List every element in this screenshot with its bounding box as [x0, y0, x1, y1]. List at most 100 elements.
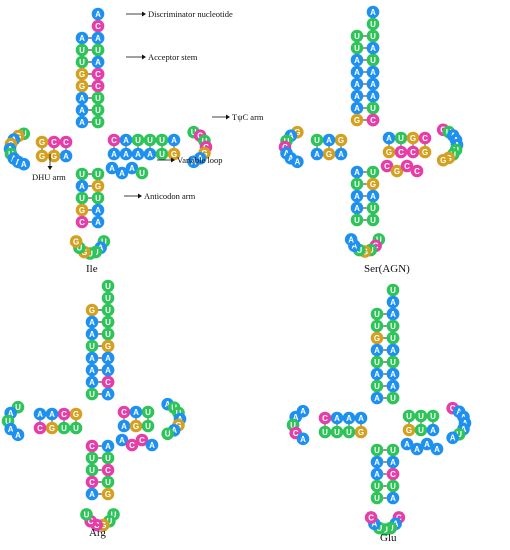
svg-text:G: G [105, 342, 111, 351]
svg-text:A: A [370, 92, 376, 101]
nucleotide-a: A [115, 166, 129, 180]
panel-ile: ACAUACCUUUAUUGGAAAAUACCUUUCACGGGUGAGAUAA… [3, 7, 213, 260]
panel-glu: UAAUUAUAAUUUGAUAUAAUUAUAAUAGAUAUCUAAUCAU… [286, 283, 472, 536]
svg-text:A: A [95, 10, 101, 19]
nucleotide-c: C [85, 475, 99, 489]
svg-text:U: U [374, 494, 380, 503]
nucleotide-g: G [406, 131, 420, 145]
svg-text:A: A [374, 458, 380, 467]
svg-text:G: G [79, 70, 85, 79]
svg-text:A: A [105, 390, 111, 399]
svg-text:A: A [386, 134, 392, 143]
nucleotide-a: A [115, 433, 129, 447]
nucleotide-a: A [370, 467, 384, 481]
svg-text:C: C [398, 148, 404, 157]
svg-text:U: U [374, 358, 380, 367]
nucleotide-g: G [101, 339, 115, 353]
nucleotide-a: A [370, 367, 384, 381]
nucleotide-a: A [59, 149, 73, 163]
nucleotide-u: U [370, 307, 384, 321]
nucleotide-u: U [141, 419, 155, 433]
nucleotide-u: U [85, 339, 99, 353]
svg-text:A: A [294, 158, 300, 167]
svg-text:U: U [79, 170, 85, 179]
svg-text:A: A [414, 445, 420, 454]
nucleotide-u: U [80, 508, 93, 521]
svg-text:C: C [88, 517, 94, 526]
svg-text:G: G [394, 167, 400, 176]
svg-text:U: U [370, 20, 376, 29]
nucleotide-g: G [85, 303, 99, 317]
svg-text:A: A [314, 150, 320, 159]
svg-text:A: A [370, 192, 376, 201]
nucleotide-a: A [322, 133, 336, 147]
svg-text:A: A [370, 44, 376, 53]
svg-text:A: A [95, 34, 101, 43]
nucleotide-c: C [386, 467, 400, 481]
nucleotide-u: U [370, 491, 384, 505]
nucleotide-a: A [101, 363, 115, 377]
nucleotide-a: A [33, 407, 47, 421]
nucleotide-a: A [187, 155, 200, 169]
svg-text:U: U [370, 168, 376, 177]
svg-text:A: A [171, 136, 177, 145]
svg-text:U: U [406, 412, 412, 421]
nucleotide-u: U [386, 331, 400, 345]
svg-text:U: U [346, 428, 352, 437]
nucleotide-c: C [57, 407, 71, 421]
nucleotide-a: A [350, 201, 364, 215]
nucleotide-a: A [85, 375, 99, 389]
nucleotide-a: A [296, 432, 310, 446]
svg-text:C: C [63, 138, 69, 147]
nucleotide-u: U [386, 283, 400, 297]
nucleotide-c: C [117, 405, 131, 419]
nucleotide-u: U [155, 147, 169, 161]
title-ser-agn: Ser(AGN) [364, 263, 410, 275]
nucleotide-a: A [386, 343, 400, 357]
svg-text:A: A [354, 80, 360, 89]
svg-text:A: A [354, 204, 360, 213]
svg-text:U: U [398, 134, 404, 143]
nucleotide-a: A [344, 233, 358, 246]
svg-text:A: A [390, 346, 396, 355]
nucleotide-g: G [75, 203, 89, 217]
svg-text:A: A [89, 366, 95, 375]
svg-text:A: A [288, 154, 294, 163]
svg-text:A: A [135, 150, 141, 159]
nucleotide-u: U [141, 405, 155, 419]
svg-text:U: U [105, 306, 111, 315]
svg-text:G: G [370, 180, 376, 189]
svg-text:A: A [89, 490, 95, 499]
nucleotide-a: A [426, 423, 440, 437]
svg-text:A: A [79, 94, 85, 103]
svg-text:A: A [191, 158, 197, 167]
svg-text:A: A [354, 192, 360, 201]
nucleotide-c: C [101, 463, 115, 477]
svg-text:G: G [422, 148, 428, 157]
nucleotide-g: G [418, 145, 432, 159]
nucleotide-a: A [85, 327, 99, 341]
nucleotide-u: U [101, 291, 115, 305]
nucleotide-u: U [386, 443, 400, 457]
nucleotide-u: U [91, 191, 105, 205]
svg-text:A: A [370, 80, 376, 89]
nucleotide-u: U [91, 43, 105, 57]
nucleotide-u: U [161, 427, 174, 441]
nucleotide-c: C [33, 421, 47, 435]
title-glu: Glu [380, 532, 397, 544]
svg-text:A: A [370, 68, 376, 77]
nucleotide-a: A [350, 65, 364, 79]
nucleotide-a: A [330, 411, 344, 425]
nucleotide-u: U [366, 29, 380, 43]
svg-text:U: U [77, 244, 83, 253]
nucleotide-u: U [402, 409, 416, 423]
svg-text:A: A [461, 425, 467, 434]
svg-text:A: A [352, 242, 358, 251]
nucleotide-u: U [370, 319, 384, 333]
svg-text:U: U [334, 428, 340, 437]
nucleotide-a: A [382, 131, 396, 145]
svg-text:A: A [79, 34, 85, 43]
svg-text:U: U [374, 382, 380, 391]
svg-text:U: U [95, 46, 101, 55]
svg-text:U: U [79, 58, 85, 67]
